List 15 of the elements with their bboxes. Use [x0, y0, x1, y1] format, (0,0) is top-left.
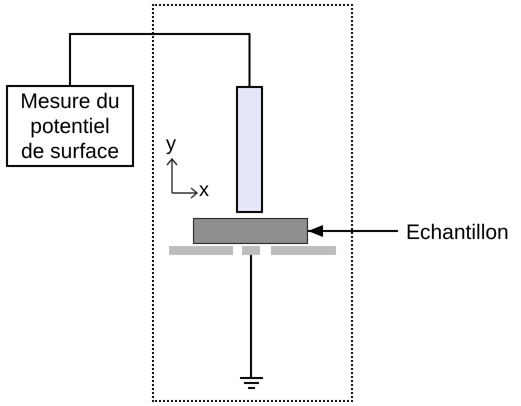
arrow [308, 225, 398, 237]
box-label: Mesure du potentiel de surface [19, 88, 121, 164]
holder-plate [271, 246, 336, 255]
wire [250, 255, 252, 377]
holder-plate [242, 246, 260, 255]
callout-label: Echantillon [406, 220, 509, 244]
axis-label: y [166, 134, 176, 154]
instrument-box [6, 85, 134, 167]
ground-symbol [240, 377, 263, 389]
holder-plate [169, 246, 233, 255]
axis-label: x [199, 180, 209, 200]
wire [69, 33, 250, 86]
sample-block [193, 218, 308, 244]
probe [236, 86, 263, 213]
dashed-enclosure [152, 4, 353, 402]
